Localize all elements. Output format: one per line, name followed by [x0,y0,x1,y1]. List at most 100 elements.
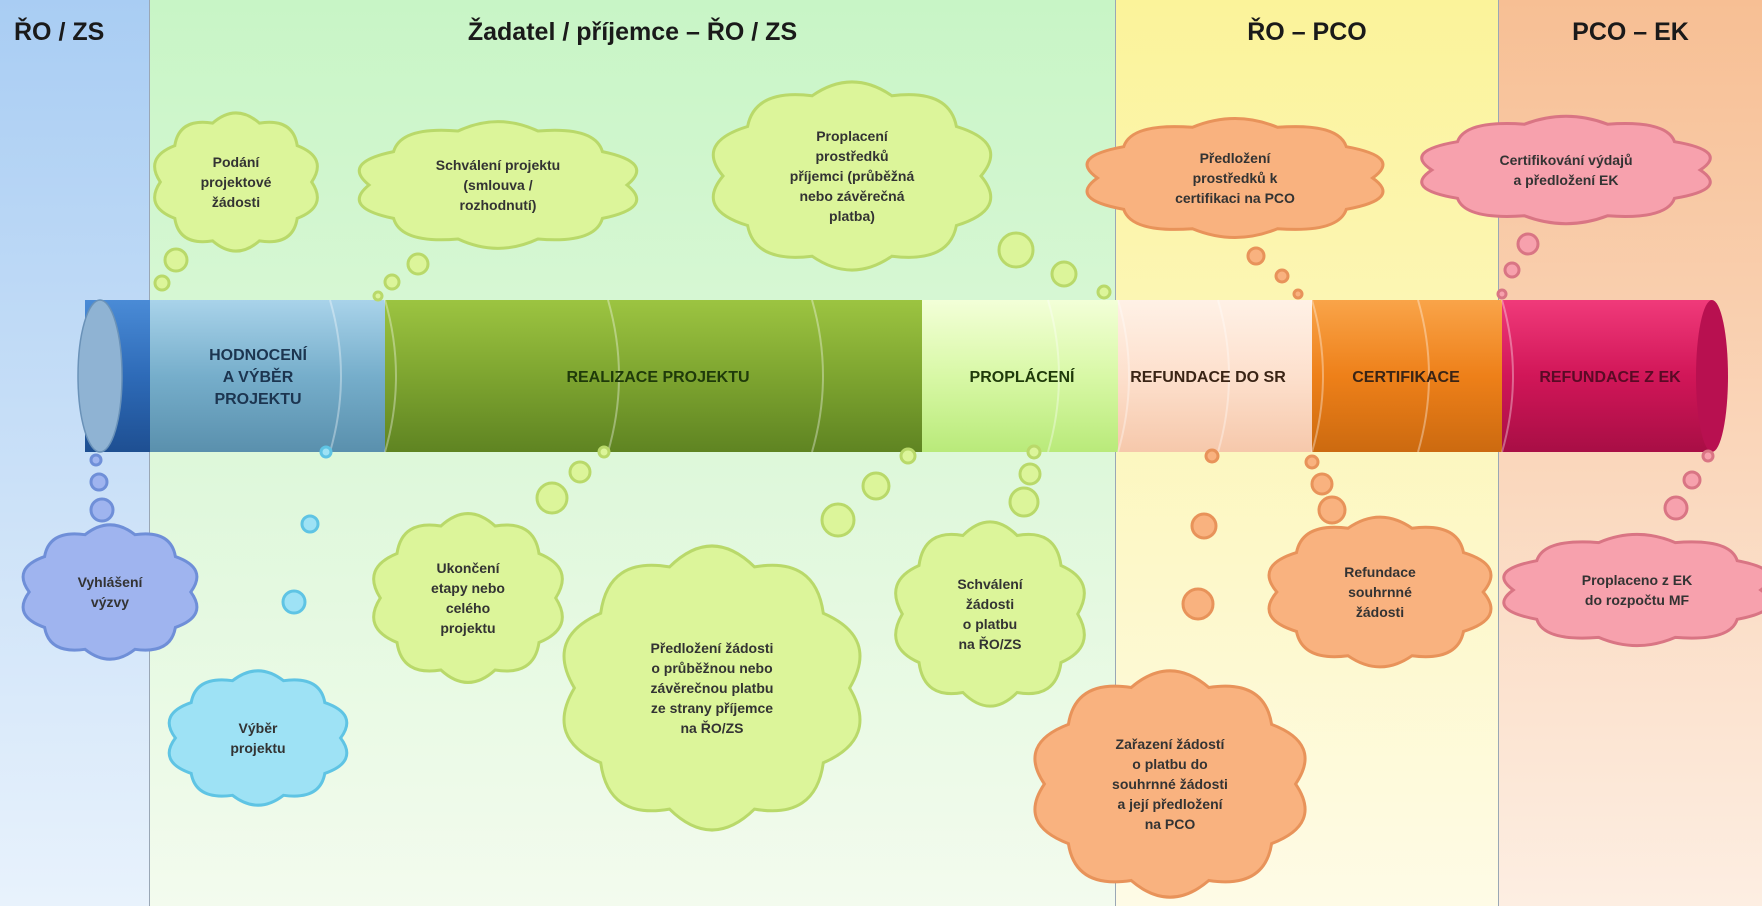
zone-title: PCO – EK [1572,18,1689,46]
bubble-text-line: etapy nebo [431,580,505,596]
bubble-predlozeni-certifikaci: Předložení prostředků k certifikaci na PCO [1085,117,1385,239]
cylinder-start-cap [77,299,123,453]
cloud-shape [1502,532,1762,648]
bubble-text-line: prostředků k [1193,170,1278,186]
zone-ro-zs: ŘO / ZS [0,0,150,906]
cloud-shape [153,111,319,253]
cylinder-end-cap [1696,300,1728,452]
bubble-text-line: Výběr [239,720,278,736]
bubble-text-line: a její předložení [1117,796,1223,812]
bubble-text-line: Proplacení [816,128,889,144]
bubble-text-line: nebo závěrečná [799,188,904,204]
bubble-text-line: žádosti [966,596,1014,612]
bubble-text-line: Předložení [1200,150,1272,166]
segment-proplaceni [922,300,1118,452]
bubble-vyber: Výběr projektu [167,669,349,807]
bubble-text: Podání projektové žádosti [201,154,272,210]
zone-title: Žadatel / příjemce – ŘO / ZS [467,18,798,46]
segment-label-line: A VÝBĚR [223,367,294,386]
bubble-text-line: o platbu do [1132,756,1207,772]
bubble-text-line: prostředků [815,148,888,164]
bubble-text: Ukončení etapy nebo celého projektu [431,560,505,636]
bubble-text-line: certifikaci na PCO [1175,190,1295,206]
segment-hodnoceni [150,300,385,452]
bubble-schvaleni-projektu: Schválení projektu (smlouva / rozhodnutí) [357,120,639,250]
cloud-shape [711,80,993,272]
bubble-text-line: závěrečnou platbu [651,680,774,696]
segment-label: REFUNDACE DO SR [1130,369,1286,386]
cloud-shape [357,120,639,250]
bubble-text-line: souhrnné [1348,584,1412,600]
bubble-text-line: celého [446,600,490,616]
segment-label-line: REALIZACE PROJEKTU [566,369,749,386]
bubble-text-line: projektu [230,740,285,756]
bubble-text-line: žádosti [212,194,260,210]
bubble-text-line: platba) [829,208,875,224]
cloud-shape [1420,114,1712,226]
segment-dividers [329,299,1514,453]
bubble-text-line: projektu [440,620,495,636]
cloud-shape [1033,669,1307,899]
bubble-text-line: na PCO [1145,816,1196,832]
bubble-trails [89,231,1715,621]
bubble-text-line: projektové [201,174,272,190]
cloud-shape [372,512,564,684]
zone-title: ŘO – PCO [1247,18,1367,46]
bubble-text-line: o platbu [963,616,1017,632]
bubble-text-line: na ŘO/ZS [680,719,743,736]
bubble-text-line: Schválení [957,576,1023,592]
bubble-text-line: Refundace [1344,564,1416,580]
bubble-text: Schválení žádosti o platbu na ŘO/ZS [957,576,1023,652]
bubble-text-line: rozhodnutí) [460,197,537,213]
segment-label-line: REFUNDACE DO SR [1130,369,1286,386]
bubble-text: Předložení žádosti o průběžnou nebo závěre… [651,640,774,736]
bubble-text-line: výzvy [91,594,129,610]
bubble-text: Proplacení prostředků příjemci (průběžná ne… [790,128,915,224]
cloud-shape [562,544,862,832]
bubble-text-line: o průběžnou nebo [651,660,772,676]
cloud-shape [21,523,199,661]
bubble-text: Výběr projektu [230,720,285,756]
segment-label-line: REFUNDACE Z EK [1539,369,1681,386]
bubble-text-line: Předložení žádosti [651,640,774,656]
segment-refundace-ek [1502,300,1712,452]
segment-label-line: CERTIFIKACE [1352,369,1460,386]
bubble-text-line: (smlouva / [463,177,532,193]
bubble-text-line: Podání [213,154,261,170]
cloud-shape [1267,515,1493,669]
zone-title: ŘO / ZS [14,18,105,46]
segment-label-line: PROJEKTU [214,391,301,408]
cloud-shape [167,669,349,807]
cloud-shape [1085,117,1385,239]
bubble-proplaceni-prostredku: Proplacení prostředků příjemci (průběžná ne… [711,80,993,272]
bubble-text: Proplaceno z EK do rozpočtu MF [1582,572,1692,608]
bubble-text-line: Vyhlášení [78,574,144,590]
bubble-text-line: a předložení EK [1513,172,1618,188]
bubble-text-line: Ukončení [436,560,500,576]
bubble-text: Předložení prostředků k certifikaci na PCO [1175,150,1295,206]
bubble-proplaceno-ek: Proplaceno z EK do rozpočtu MF [1502,532,1762,648]
bubble-text-line: Zařazení žádostí [1116,736,1226,752]
cloud-shape [894,520,1086,708]
bubble-text-line: Proplaceno z EK [1582,572,1692,588]
bubble-text-line: Schválení projektu [436,157,560,173]
segment-label: REALIZACE PROJEKTU [566,369,749,386]
cylinder-timeline [77,299,1728,453]
bubble-text-line: na ŘO/ZS [958,635,1021,652]
bubble-schvaleni-zadosti: Schválení žádosti o platbu na ŘO/ZS [894,520,1086,708]
bubble-text-line: ze strany příjemce [651,700,773,716]
bubble-text: Vyhlášení výzvy [78,574,144,610]
bubble-text-line: do rozpočtu MF [1585,592,1690,608]
bubble-text-line: příjemci (průběžná [790,168,915,184]
bubble-ukonceni: Ukončení etapy nebo celého projektu [372,512,564,684]
